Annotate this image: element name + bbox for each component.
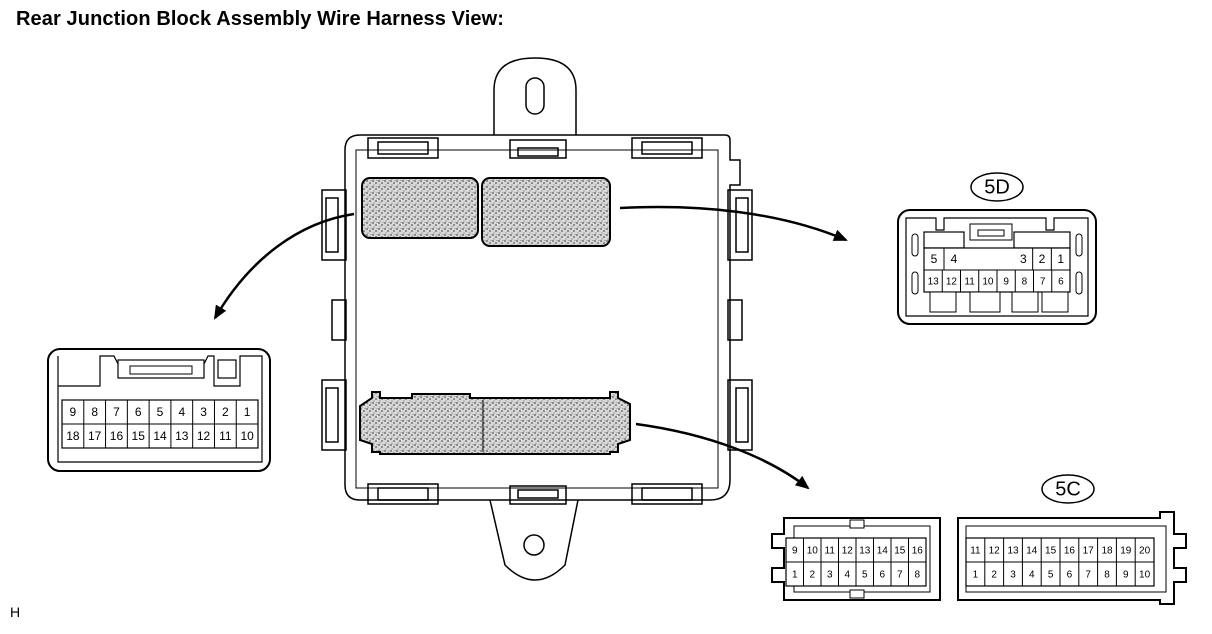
pin-number: 16: [110, 429, 124, 443]
pin-number: 5: [862, 570, 868, 581]
pin-number: 8: [1104, 570, 1110, 581]
pin-number: 13: [175, 429, 189, 443]
pin-number: 14: [1026, 546, 1038, 557]
pin-number: 14: [153, 429, 167, 443]
pin-number: 2: [222, 405, 229, 419]
pin-number: 8: [914, 570, 920, 581]
block-socket-left: [361, 177, 479, 239]
block-socket-5c: [359, 391, 631, 455]
label-5d: 5D: [984, 176, 1010, 198]
pin-number: 10: [240, 429, 254, 443]
label-5c: 5C: [1055, 478, 1081, 500]
pin-number: 5: [1048, 570, 1054, 581]
pin-number: 19: [1120, 546, 1132, 557]
pin-number: 10: [1139, 570, 1151, 581]
pin-number: 8: [91, 405, 98, 419]
pin-number: 4: [1029, 570, 1035, 581]
pin-number: 11: [970, 546, 981, 557]
pin-number: 18: [66, 429, 80, 443]
pin-number: 2: [1039, 252, 1046, 266]
pin-number: 3: [827, 570, 833, 581]
pin-number: 11: [825, 546, 836, 557]
pin-number: 20: [1139, 546, 1151, 557]
pin-number: 18: [1101, 546, 1113, 557]
pin-number: 3: [200, 405, 207, 419]
pin-number: 13: [1007, 546, 1019, 557]
pin-number: 14: [877, 546, 889, 557]
pin-number: 15: [1045, 546, 1057, 557]
pin-number: 2: [809, 570, 815, 581]
pin-number: 1: [1057, 252, 1064, 266]
pin-number: 7: [1040, 277, 1046, 288]
pin-number: 17: [88, 429, 102, 443]
junction-block-body: [321, 57, 753, 581]
pin-number: 10: [982, 277, 994, 288]
pin-number: 6: [135, 405, 142, 419]
pin-number: 6: [879, 570, 885, 581]
pin-number: 12: [197, 429, 211, 443]
arrow-to-5d: [619, 205, 848, 242]
pin-number: 11: [219, 429, 232, 443]
pin-number: 1: [973, 570, 979, 581]
pin-number: 15: [894, 546, 906, 557]
pin-number: 9: [1123, 570, 1129, 581]
pin-number: 15: [132, 429, 146, 443]
label-5d-oval: [970, 172, 1024, 202]
pin-number: 6: [1067, 570, 1073, 581]
pin-number: 6: [1058, 277, 1064, 288]
pin-number: 9: [1003, 277, 1009, 288]
pin-number: 3: [1020, 252, 1027, 266]
pin-number: 11: [964, 277, 975, 288]
pin-number: 3: [1010, 570, 1016, 581]
pin-number: 13: [859, 546, 871, 557]
pin-number: 12: [946, 277, 958, 288]
pin-number: 13: [928, 277, 940, 288]
pin-number: 10: [807, 546, 819, 557]
pin-number: 4: [951, 252, 958, 266]
pin-number: 1: [792, 570, 798, 581]
pin-number: 4: [178, 405, 185, 419]
pin-number: 5: [157, 405, 164, 419]
block-socket-5d: [481, 177, 611, 247]
arrow-to-left-connector: [213, 212, 355, 320]
pin-number: 12: [989, 546, 1001, 557]
pin-number: 12: [842, 546, 854, 557]
pin-number: 2: [991, 570, 997, 581]
pin-number: 8: [1022, 277, 1028, 288]
pin-number: 4: [844, 570, 850, 581]
arrow-to-5c: [635, 422, 810, 490]
pin-number: 16: [912, 546, 924, 557]
figure-code: H: [10, 604, 21, 620]
pin-number: 9: [792, 546, 798, 557]
label-5c-oval: [1041, 474, 1095, 504]
pin-number: 17: [1083, 546, 1095, 557]
pin-number: 16: [1064, 546, 1076, 557]
pin-number: 7: [897, 570, 903, 581]
pin-number: 7: [113, 405, 120, 419]
pin-number: 5: [931, 252, 938, 266]
pin-number: 7: [1085, 570, 1091, 581]
pin-number: 1: [244, 405, 251, 419]
pin-number: 9: [70, 405, 77, 419]
page-title: Rear Junction Block Assembly Wire Harnes…: [16, 8, 505, 30]
